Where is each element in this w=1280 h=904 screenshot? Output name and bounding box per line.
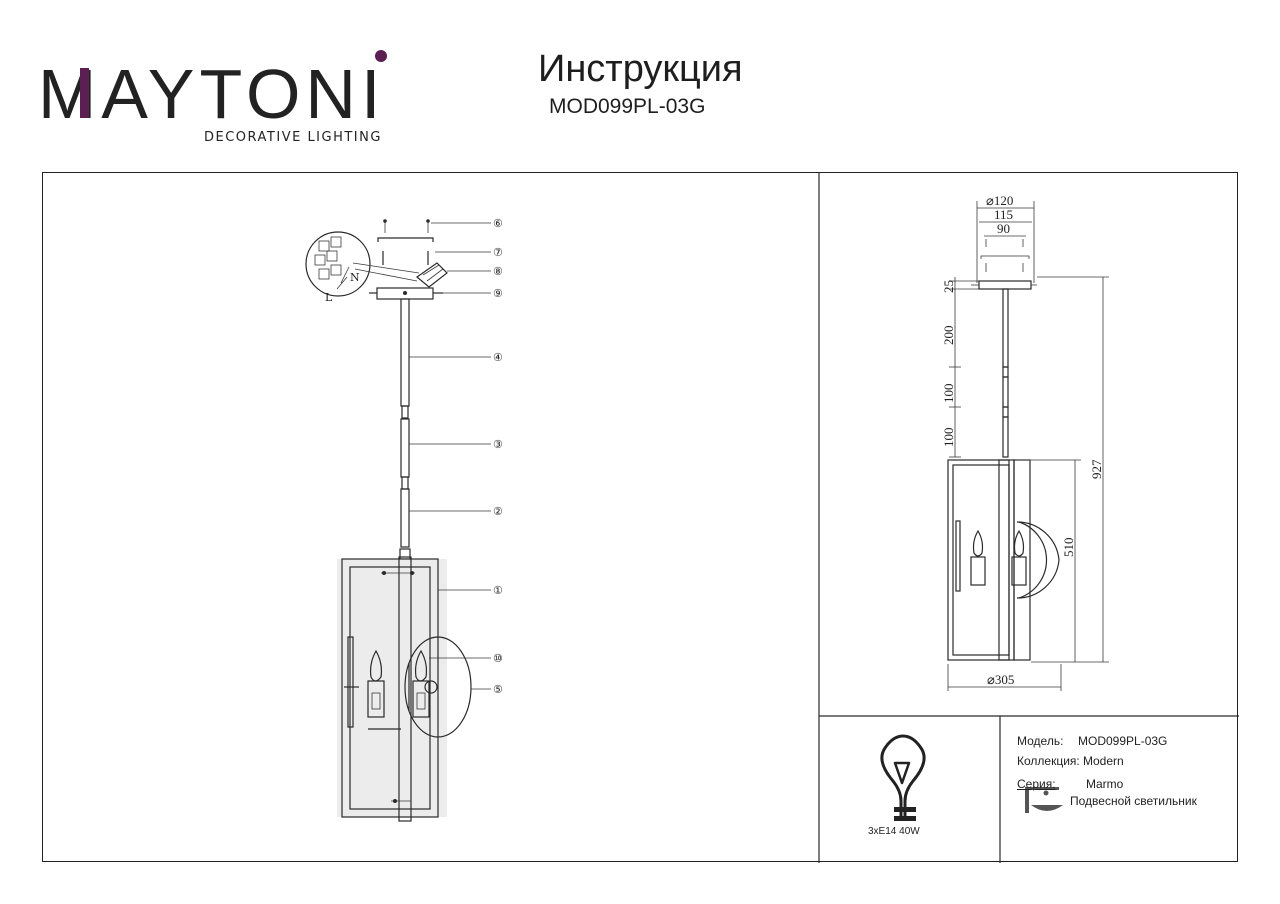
rod-3 — [400, 418, 410, 478]
terminal-block-detail — [314, 236, 350, 290]
brand-name: MAYTONI — [38, 55, 385, 133]
light-bulb-icon — [880, 734, 926, 821]
dim-mount-spacing: 90 — [997, 221, 1010, 236]
model-value: MOD099PL-03G — [1078, 734, 1168, 748]
brand-logo: MAYTONI DECORATIVE LIGHTING — [38, 50, 387, 145]
wiring-detail-bubble — [305, 231, 371, 297]
side-bar — [955, 520, 961, 592]
collection-value: Modern — [1083, 754, 1124, 768]
center-stem — [998, 459, 1010, 661]
logo-accent-dot — [375, 50, 387, 62]
callout-6: ⑥ — [493, 217, 503, 230]
terminal-block-icon — [416, 262, 448, 288]
dim-canopy-width: 115 — [994, 207, 1013, 222]
series-value: Marmo — [1086, 777, 1124, 791]
screw-icon — [985, 239, 1024, 247]
callout-4: ④ — [493, 351, 503, 364]
screw-icon — [383, 219, 430, 233]
dim-body-diameter: ⌀305 — [987, 672, 1014, 687]
rod-connector — [401, 476, 409, 490]
series-label: Серия: — [1017, 777, 1056, 791]
instruction-sheet: N L — [42, 172, 1239, 863]
wire-label-l: L — [325, 291, 333, 304]
callout-leader-lines — [409, 222, 491, 690]
dim-rod-200: 200 — [941, 326, 956, 346]
marble-disc — [1018, 521, 1048, 599]
callout-3: ③ — [493, 438, 503, 451]
rod-2 — [400, 488, 410, 548]
logo-accent-bar — [80, 68, 89, 118]
rod-2 — [1002, 416, 1009, 458]
bulb-socket — [412, 649, 430, 718]
dim-total-height: 927 — [1089, 459, 1104, 479]
lamp-frame — [947, 459, 1015, 661]
technical-drawing: N L — [305, 173, 1239, 863]
assembly-drawing: N L — [305, 217, 503, 822]
lamp-frame-inner — [952, 464, 1010, 656]
brand-tagline: DECORATIVE LIGHTING — [204, 130, 382, 145]
center-stem — [398, 556, 412, 822]
document-title: Инструкция — [538, 48, 743, 90]
dim-rod-100-b: 100 — [941, 428, 956, 448]
rod-3 — [1002, 376, 1009, 408]
dimension-drawing: ⌀120 115 90 — [941, 193, 1109, 691]
wall-anchor-icon — [382, 251, 429, 265]
power-spec: 3xE14 40W — [868, 826, 920, 837]
marble-disc — [404, 636, 472, 738]
callout-9: ⑨ — [493, 287, 503, 300]
callout-10: ⑩ — [493, 652, 503, 665]
side-bar — [347, 636, 354, 728]
callout-8: ⑧ — [493, 265, 503, 278]
dim-canopy-height: 25 — [941, 280, 956, 293]
callout-2: ② — [493, 505, 503, 518]
lamp-frame-inner — [349, 566, 431, 810]
dim-body-height: 510 — [1061, 538, 1076, 558]
detail-pointer-line — [352, 262, 420, 274]
bulb-socket — [1011, 529, 1027, 586]
mounting-bracket — [980, 255, 1030, 259]
model-label: Модель: — [1017, 734, 1064, 748]
lamp-type: Подвесной светильник — [1070, 794, 1197, 808]
rod-connector — [401, 405, 409, 419]
dim-rod-100-a: 100 — [941, 384, 956, 404]
collection-label: Коллекция: — [1017, 754, 1080, 768]
canopy — [978, 280, 1032, 290]
bulb-socket — [970, 529, 986, 586]
mounting-bracket — [377, 237, 434, 242]
dim-canopy-diameter: ⌀120 — [986, 193, 1013, 208]
lamp-frame-side — [1013, 459, 1031, 661]
callout-7: ⑦ — [493, 246, 503, 259]
callout-5: ⑤ — [493, 683, 503, 696]
document-model: MOD099PL-03G — [549, 95, 706, 118]
pendant-lamp-icon — [1025, 787, 1063, 813]
rod-4 — [1002, 288, 1009, 368]
callout-1: ① — [493, 584, 503, 597]
rod-4 — [400, 298, 410, 407]
wire-label-n: N — [350, 271, 360, 284]
lamp-frame — [341, 558, 439, 818]
bulb-socket — [367, 649, 401, 730]
